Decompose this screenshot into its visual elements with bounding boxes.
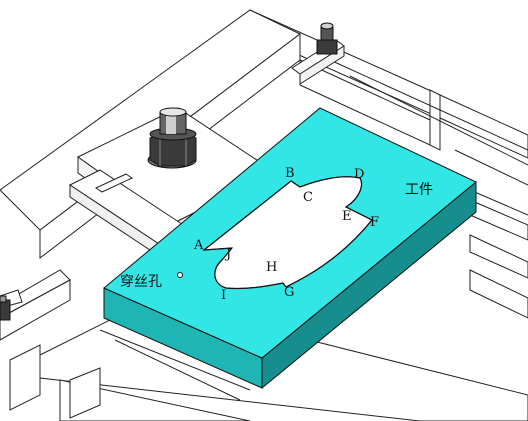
cut-profile [202,176,373,290]
left-bolt-icon [0,289,23,321]
label-A: A [193,238,204,253]
threading-hole-icon [177,272,183,278]
label-D: D [354,167,364,182]
rail-lines [99,59,528,401]
top-right-bolt-icon [316,22,338,55]
label-C: C [303,190,313,205]
label-E: E [342,209,352,224]
clamp-bolt-icon [147,107,197,169]
label-G: G [284,285,294,300]
label-F: F [370,215,379,230]
workpiece-label: 工件 [405,182,433,198]
label-B: B [285,166,295,181]
label-H: H [266,260,277,275]
label-J: J [224,247,231,262]
threading-hole-label: 穿丝孔 [120,274,162,290]
point-labels: A B C D E F G H I J [193,166,379,303]
label-I: I [221,288,226,303]
